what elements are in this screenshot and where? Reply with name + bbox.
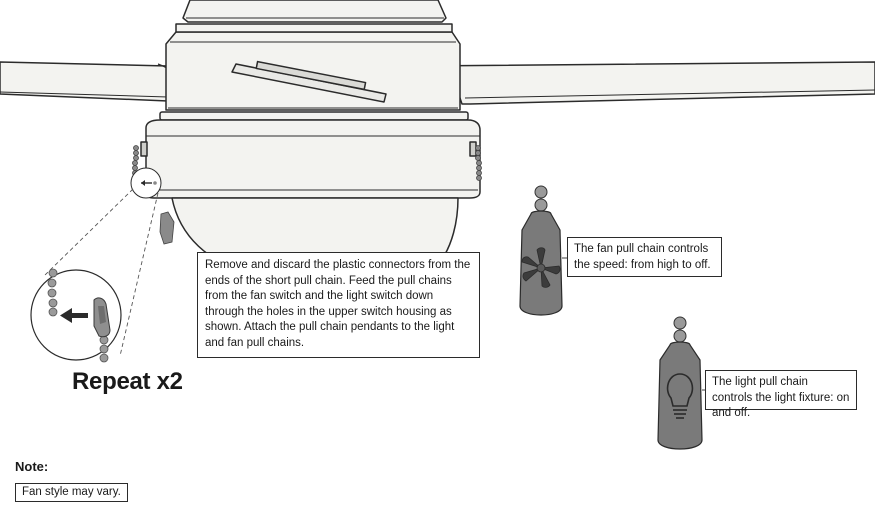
note-text: Fan style may vary. xyxy=(22,486,121,498)
left-short-chain xyxy=(132,145,139,176)
light-bulb-icon xyxy=(666,373,694,419)
repeat-label: Repeat x2 xyxy=(72,368,183,395)
detail-callout-small xyxy=(130,167,162,199)
instruction-callout: Remove and discard the plastic connector… xyxy=(197,252,480,358)
right-fan-blade xyxy=(411,61,875,105)
switch-housing xyxy=(140,111,481,273)
note-heading: Note: xyxy=(15,459,49,474)
fan-chain-callout: The fan pull chain controls the speed: f… xyxy=(567,237,722,277)
fan-pull-chain-pendant xyxy=(519,185,563,316)
note-box: Fan style may vary. xyxy=(15,483,128,502)
fan-chain-text: The fan pull chain controls the speed: f… xyxy=(574,243,711,271)
instruction-text: Remove and discard the plastic connector… xyxy=(205,259,471,349)
arrow-left-icon xyxy=(60,308,88,323)
right-short-chain xyxy=(475,145,482,181)
callout-leader-lines xyxy=(562,257,705,391)
plastic-connector xyxy=(159,211,175,245)
motor-top-housing xyxy=(182,0,447,23)
light-chain-text: The light pull chain controls the light … xyxy=(712,376,850,419)
light-pull-chain-pendant xyxy=(657,316,703,450)
fan-icon xyxy=(521,247,561,288)
motor-housing xyxy=(165,23,461,111)
light-chain-callout: The light pull chain controls the light … xyxy=(705,370,857,419)
